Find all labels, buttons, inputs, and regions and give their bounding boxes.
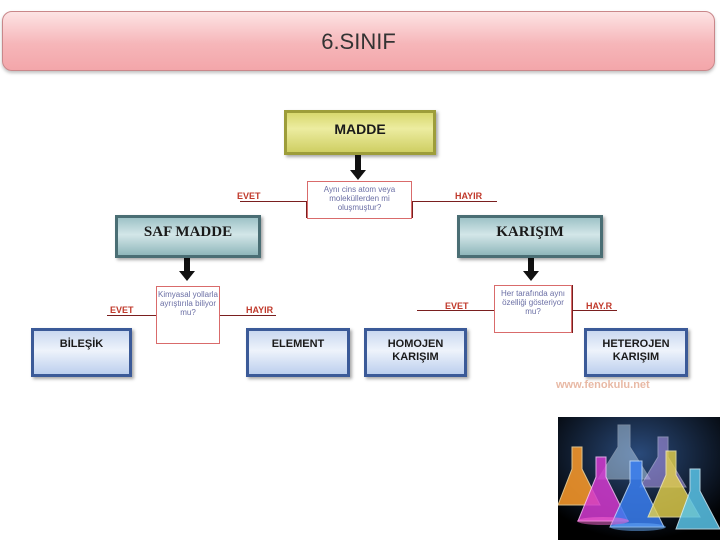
- arrow-stem: [184, 258, 190, 272]
- connector-line: [412, 201, 413, 218]
- slide-title: 6.SINIF: [321, 29, 396, 54]
- node-madde: MADDE: [284, 110, 436, 155]
- title-bar: 6.SINIF: [2, 11, 715, 71]
- node-homojen: HOMOJEN KARIŞIM: [364, 328, 467, 377]
- connector-line: [240, 201, 307, 202]
- no-label: HAY.R: [586, 301, 613, 311]
- yes-label: EVET: [237, 191, 261, 201]
- arrow-down-icon: [350, 170, 366, 180]
- question-box-right: Her tarafında aynı özelliği gösteriyor m…: [494, 285, 572, 333]
- node-bilesik: BİLEŞİK: [31, 328, 132, 377]
- arrow-down-icon: [179, 271, 195, 281]
- arrow-down-icon: [523, 271, 539, 281]
- node-saf-madde: SAF MADDE: [115, 215, 261, 258]
- node-element: ELEMENT: [246, 328, 350, 377]
- yes-label: EVET: [110, 305, 134, 315]
- no-label: HAYIR: [246, 305, 274, 315]
- question-box-root: Aynı cins atom veya moleküllerden mi olu…: [307, 181, 412, 219]
- connector-line: [107, 315, 156, 316]
- arrow-stem: [528, 258, 534, 272]
- no-label: HAYIR: [455, 191, 483, 201]
- question-box-left: Kimyasal yollarla ayrıştırıla biliyor mu…: [156, 286, 220, 344]
- connector-line: [219, 315, 276, 316]
- arrow-stem: [355, 155, 361, 171]
- watermark: www.fenokulu.net: [556, 379, 650, 391]
- flasks-photo: [558, 417, 720, 540]
- connector-line: [306, 201, 307, 218]
- connector-line: [417, 310, 494, 311]
- connector-line: [412, 201, 497, 202]
- node-heterojen: HETEROJEN KARIŞIM: [584, 328, 688, 377]
- connector-line: [572, 310, 617, 311]
- connector-line: [572, 285, 573, 333]
- yes-label: EVET: [445, 301, 469, 311]
- node-karisim: KARIŞIM: [457, 215, 603, 258]
